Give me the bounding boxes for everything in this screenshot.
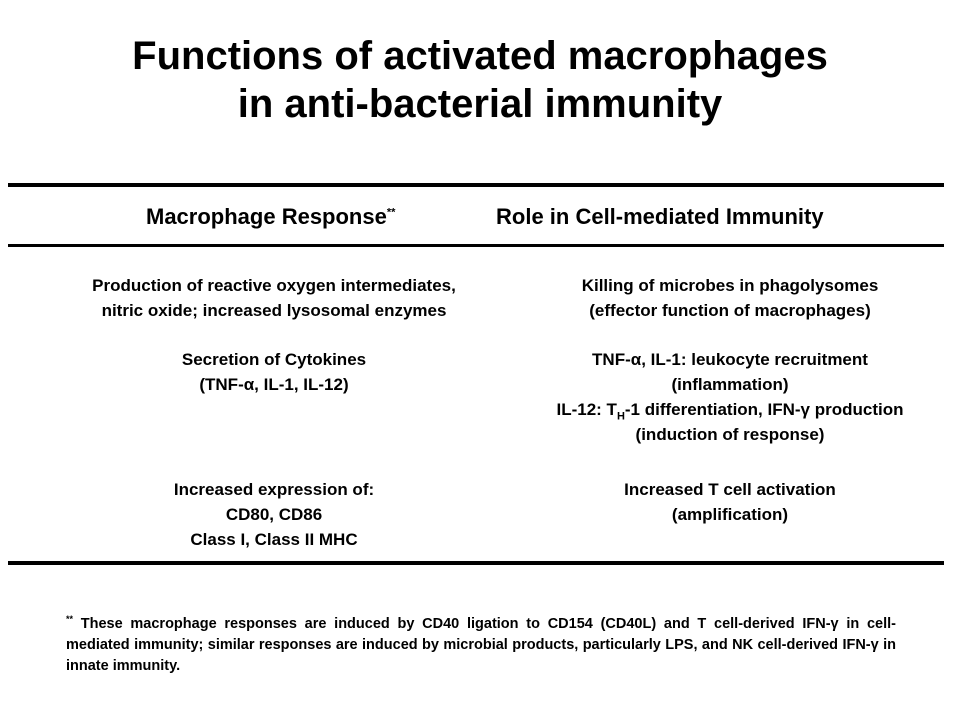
- row-2-role-line-2: (inflammation): [671, 375, 789, 394]
- footnote-text: These macrophage responses are induced b…: [66, 616, 896, 674]
- row-2-role: TNF-α, IL-1: leukocyte recruitment (infl…: [500, 347, 960, 447]
- row-2-response: Secretion of Cytokines (TNF-α, IL-1, IL-…: [0, 347, 548, 397]
- row-2-role-line-3-pre: IL-12: T: [556, 400, 617, 419]
- table-top-rule: [8, 183, 944, 187]
- row-3-response-line-3: Class I, Class II MHC: [190, 530, 358, 549]
- row-1-role-line-1: Killing of microbes in phagolysomes: [581, 276, 879, 295]
- row-2-role-line-4: (induction of response): [635, 425, 825, 444]
- header-left-label: Macrophage Response: [146, 204, 387, 229]
- header-role: Role in Cell-mediated Immunity: [496, 204, 824, 229]
- row-3-role: Increased T cell activation (amplificati…: [500, 477, 960, 527]
- row-3-response-line-2: CD80, CD86: [225, 505, 323, 524]
- title-line-1: Functions of activated macrophages: [132, 34, 828, 78]
- page-title: Functions of activated macrophages in an…: [0, 32, 960, 128]
- header-footnote-mark: **: [386, 206, 396, 219]
- row-3-response: Increased expression of: CD80, CD86 Clas…: [0, 477, 548, 552]
- th-subscript: H: [616, 410, 625, 423]
- row-1-response: Production of reactive oxygen intermedia…: [0, 273, 548, 323]
- row-2-role-line-1: TNF-α, IL-1: leukocyte recruitment: [592, 350, 868, 369]
- row-3-role-line-1: Increased T cell activation: [624, 480, 836, 499]
- table-header-rule: [8, 244, 944, 247]
- row-3-response-line-1: Increased expression of:: [173, 480, 375, 499]
- row-2-response-line-2: (TNF-α, IL-1, IL-12): [199, 375, 349, 394]
- row-2-role-line-3: IL-12: TH-1 differentiation, IFN-γ produ…: [500, 397, 960, 422]
- row-1-role: Killing of microbes in phagolysomes (eff…: [500, 273, 960, 323]
- row-3-role-line-2: (amplification): [671, 505, 789, 524]
- row-2-response-line-1: Secretion of Cytokines: [181, 350, 367, 369]
- row-2-role-line-3-post: -1 differentiation, IFN-γ production: [624, 400, 904, 419]
- footnote: ** These macrophage responses are induce…: [66, 614, 896, 677]
- header-macrophage-response: Macrophage Response**: [146, 203, 395, 231]
- footnote-mark: **: [66, 614, 74, 625]
- row-1-response-line-2: nitric oxide; increased lysosomal enzyme…: [101, 301, 447, 320]
- row-1-role-line-2: (effector function of macrophages): [589, 301, 871, 320]
- table-bottom-rule: [8, 561, 944, 565]
- title-line-2: in anti-bacterial immunity: [237, 82, 723, 126]
- row-1-response-line-1: Production of reactive oxygen intermedia…: [92, 276, 456, 295]
